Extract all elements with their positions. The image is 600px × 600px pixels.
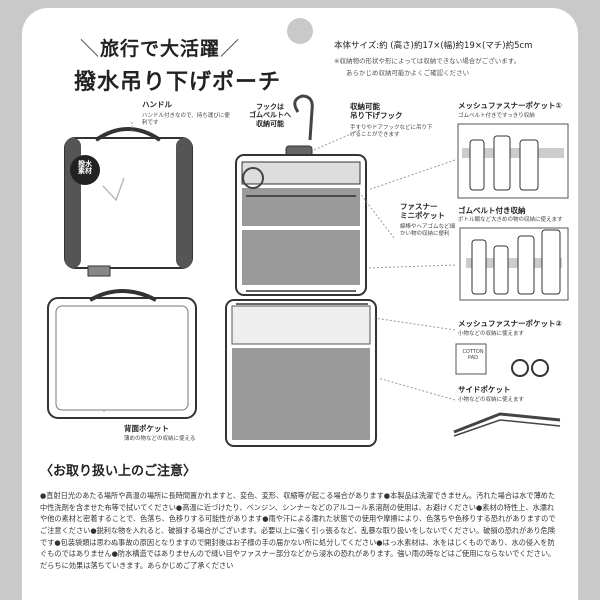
- mini-pocket-description: 綿棒やヘアゴムなど細かい物の収納に便利: [400, 224, 456, 237]
- hook-callout: フックは ゴムベルトへ 収納可能: [249, 103, 291, 128]
- size-note-2: あらかじめ収納可能かよくご確認ください: [346, 69, 470, 77]
- closed-pouch-front-illustration: [64, 127, 193, 277]
- hook-title: 収納可能 吊り下げフック: [350, 102, 403, 120]
- side-pocket-description: 小物などの収納に使えます: [458, 397, 525, 403]
- title-line1-text: 旅行で大活躍: [100, 38, 221, 60]
- handle-label: ハンドル: [142, 100, 172, 109]
- slash-left: ＼: [80, 38, 101, 60]
- size-spec: 本体サイズ:約 (高さ)約17×(幅)約19×(マチ)約5cm: [334, 41, 533, 51]
- cotton-pad-label: COTTON PAD: [462, 349, 484, 362]
- hook-description: 手すりやドアフックなどに吊り下げることができます: [350, 125, 433, 138]
- care-body: ●直射日光のあたる場所や高温の場所に長時間置かれますと、変色、変形、収縮等が起こ…: [40, 491, 556, 570]
- title-line2: 撥水吊り下げポーチ: [74, 70, 282, 95]
- waterproof-badge: 撥水 素材: [70, 155, 100, 185]
- open-pouch-illustration: [225, 94, 377, 447]
- band-description: ボトル類など大きめの物の収納に使えます: [458, 217, 563, 223]
- mini-pocket-title: ファスナー ミニポケット: [400, 202, 445, 220]
- band-title: ゴムベルト付き収納: [458, 206, 526, 215]
- mesh-pocket-2-description: 小物などの収納に使えます: [458, 331, 525, 337]
- mesh-pocket-2-title: メッシュファスナーポケット②: [458, 319, 562, 328]
- mesh-pocket-1-description: ゴムベルト付きですっきり収納: [458, 113, 535, 119]
- back-pocket-title: 背面ポケット: [124, 424, 169, 433]
- handle-description: ハンドル付きなので、持ち運びに便利です: [142, 113, 230, 126]
- closed-pouch-back-illustration: [47, 289, 197, 419]
- title-line1: ＼旅行で大活躍／: [80, 34, 240, 61]
- slash-right: ／: [220, 38, 241, 60]
- side-pocket-title: サイドポケット: [458, 385, 511, 394]
- hang-hole: [287, 18, 313, 44]
- back-pocket-description: 薄めの物などの収納に使える: [124, 436, 196, 442]
- mesh-pocket-1-title: メッシュファスナーポケット①: [458, 101, 562, 110]
- callout-lines: [103, 120, 456, 412]
- size-note-1: ※収納物の形状や形によっては収納できない場合がございます。: [334, 57, 521, 65]
- items-illustrations: [453, 123, 569, 437]
- care-title: 〈お取り扱い上のご注意〉: [40, 464, 197, 479]
